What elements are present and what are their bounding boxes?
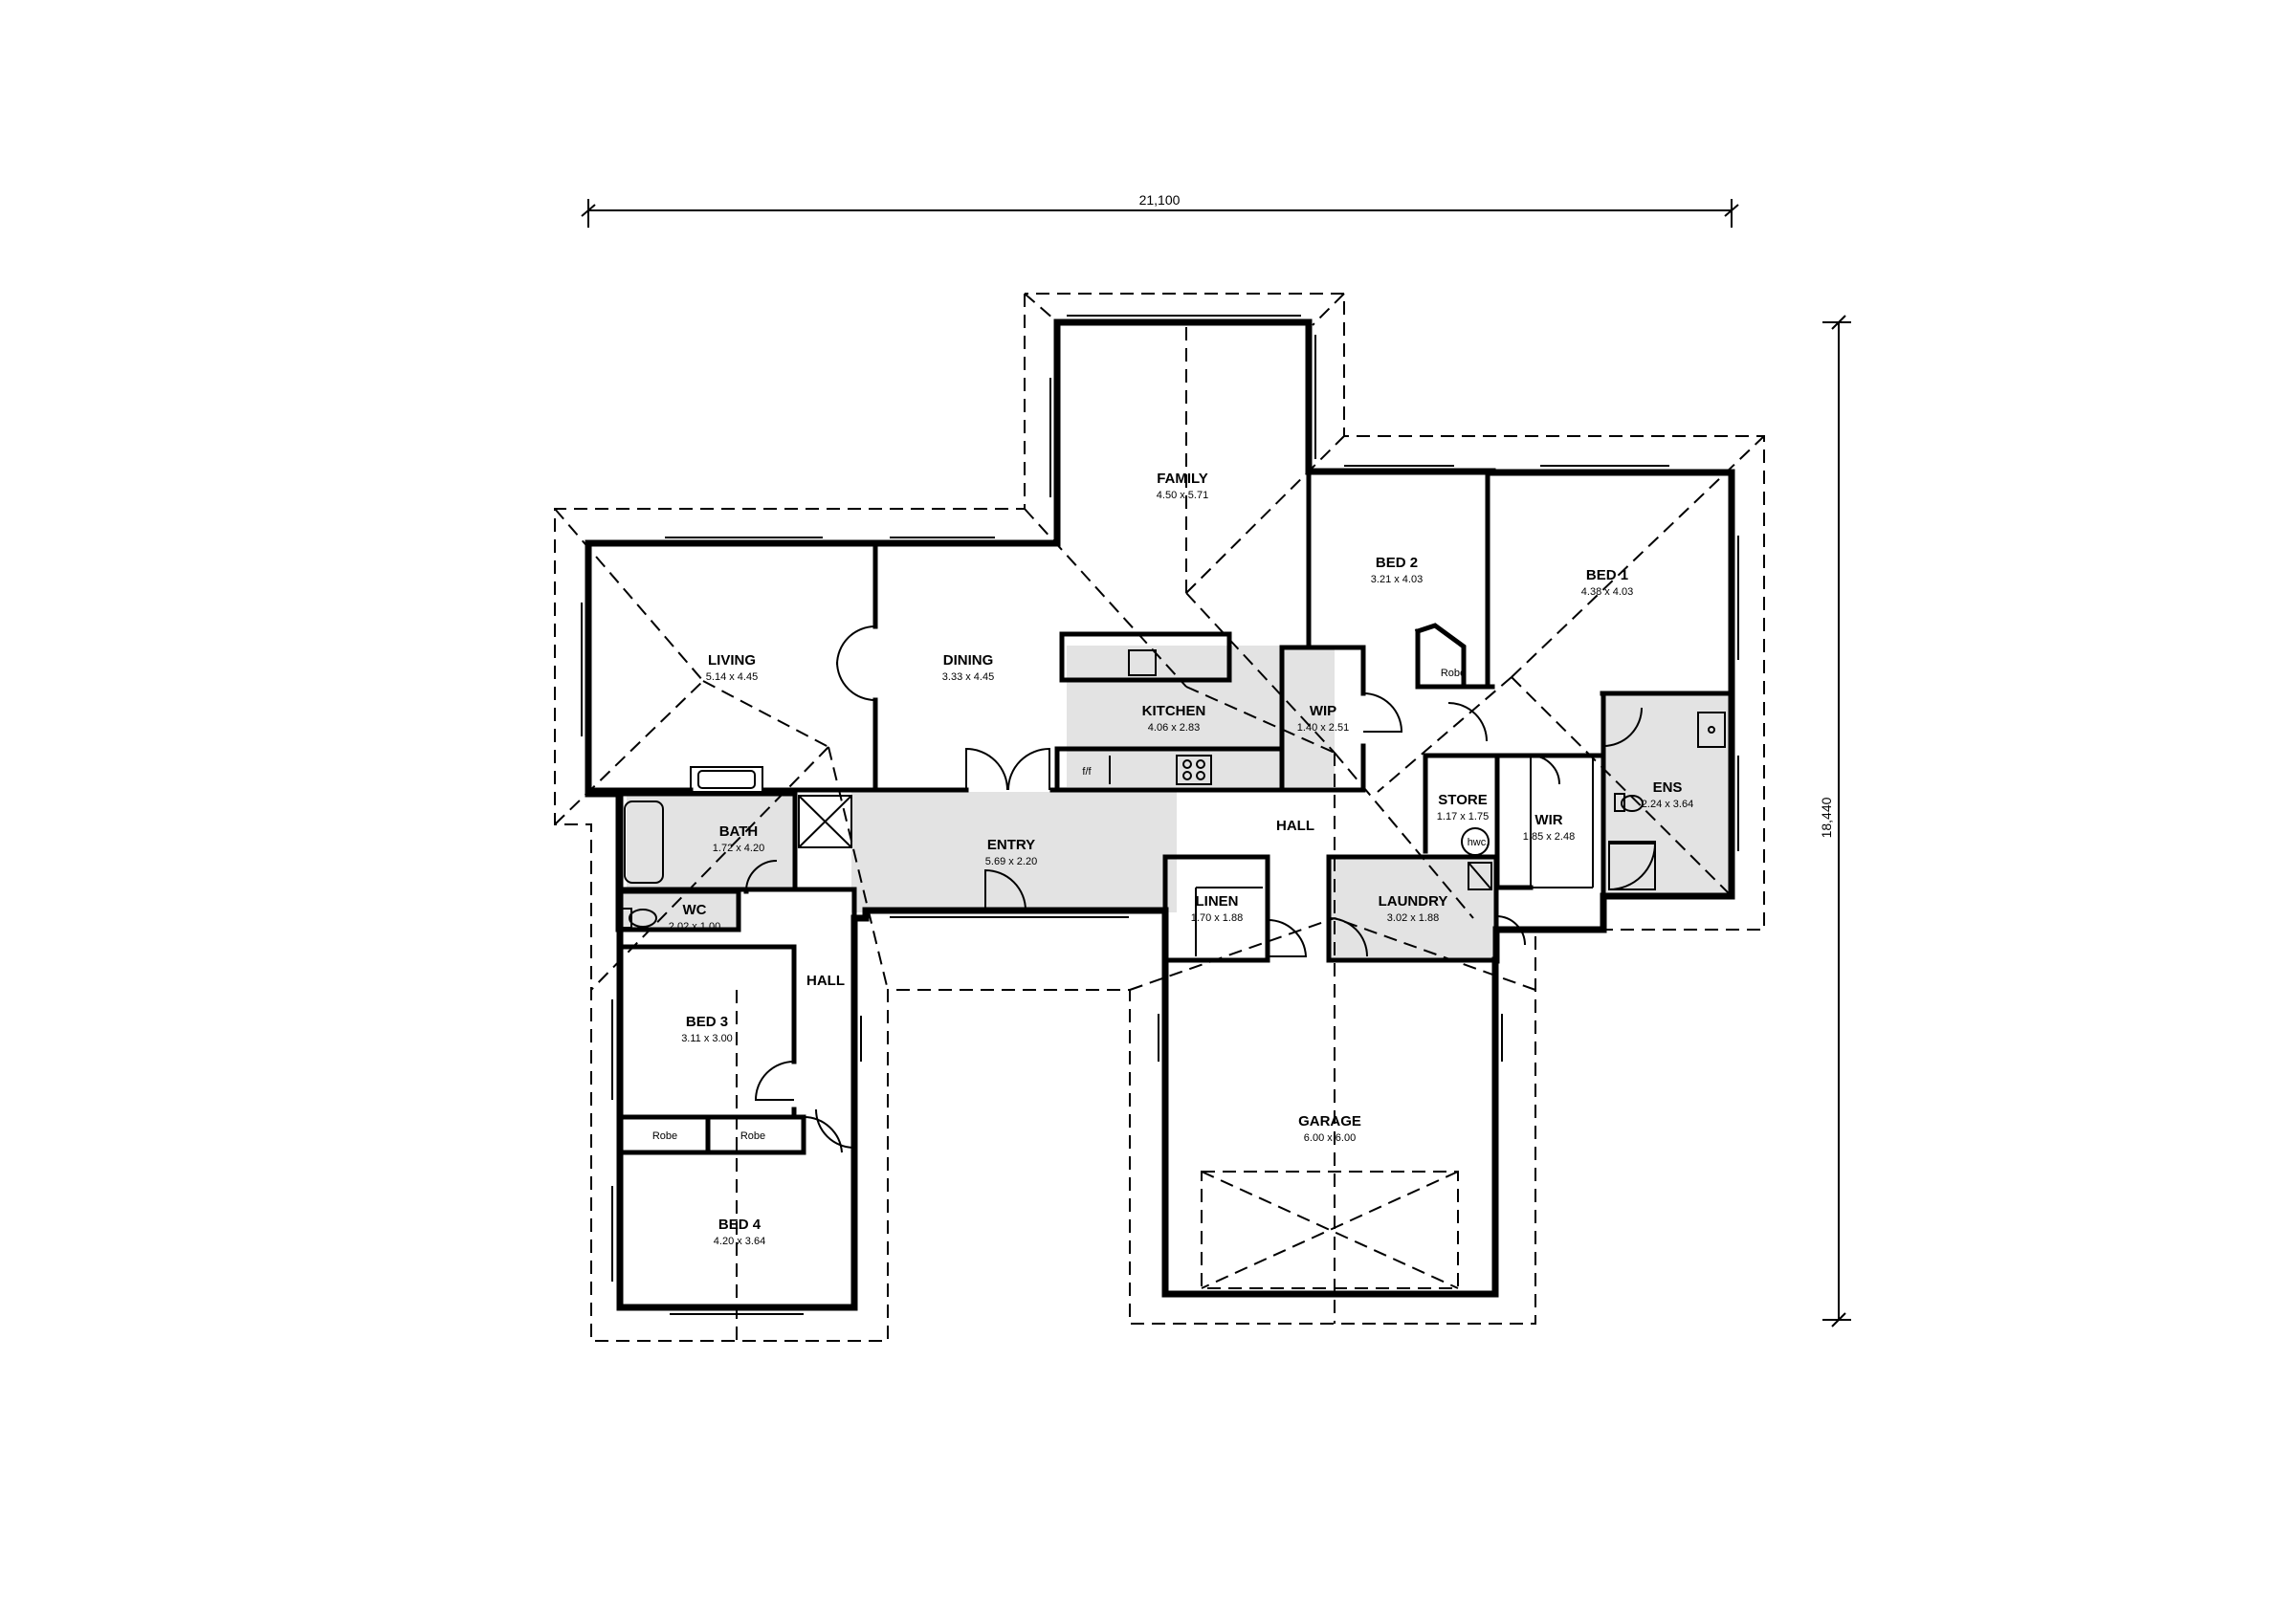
room-laundry-size: 3.02 x 1.88 (1387, 912, 1439, 924)
room-linen-size: 1.70 x 1.88 (1191, 912, 1243, 924)
room-wir-size: 1.85 x 2.48 (1523, 831, 1575, 843)
room-kitchen-size: 4.06 x 2.83 (1148, 722, 1200, 734)
room-garage-size: 6.00 x 6.00 (1304, 1132, 1356, 1144)
room-bed1-name: BED 1 (1586, 567, 1628, 583)
room-wc-size: 2.02 x 1.00 (669, 921, 720, 932)
roof-outline (554, 293, 1765, 1342)
room-garage-name: GARAGE (1298, 1113, 1361, 1130)
room-dining-name: DINING (943, 652, 994, 669)
room-wip-size: 1.40 x 2.51 (1297, 722, 1349, 734)
room-bath-size: 1.72 x 4.20 (713, 843, 764, 854)
doors (745, 625, 1643, 1153)
room-wip-name: WIP (1310, 703, 1336, 719)
room-bed3-size: 3.11 x 3.00 (681, 1033, 733, 1044)
hall-east-label: HALL (1276, 818, 1314, 834)
room-bed2-size: 3.21 x 4.03 (1371, 574, 1423, 585)
width-dimension-label: 21,100 (1139, 192, 1181, 208)
room-linen-name: LINEN (1196, 893, 1239, 910)
room-laundry-name: LAUNDRY (1379, 893, 1448, 910)
room-living-name: LIVING (708, 652, 756, 669)
robe-bed3-label: Robe (652, 1130, 677, 1142)
room-entry-size: 5.69 x 2.20 (985, 856, 1037, 867)
room-dining-size: 3.33 x 4.45 (942, 671, 994, 683)
room-bed2-name: BED 2 (1376, 555, 1418, 571)
dimension-width: 21,100 (581, 192, 1739, 228)
tiled-areas (618, 646, 1732, 960)
room-store-size: 1.17 x 1.75 (1437, 811, 1489, 822)
room-kitchen-name: KITCHEN (1142, 703, 1206, 719)
room-family-name: FAMILY (1157, 471, 1208, 487)
room-store-name: STORE (1438, 792, 1487, 808)
windows (581, 315, 1739, 1315)
room-entry-name: ENTRY (987, 837, 1035, 853)
hwc-label: hwc. (1468, 837, 1490, 848)
interior-walls (585, 469, 1734, 1155)
fridge-label: f/f (1082, 766, 1092, 778)
room-bed4-name: BED 4 (718, 1217, 762, 1233)
room-wir-name: WIR (1534, 812, 1562, 828)
dimension-depth: 18,440 (1819, 315, 1851, 1327)
room-family-size: 4.50 x 5.71 (1157, 490, 1208, 501)
hall-west-label: HALL (806, 973, 845, 989)
room-ens-name: ENS (1653, 779, 1683, 796)
robe-bed4-label: Robe (740, 1130, 765, 1142)
room-wc-name: WC (683, 902, 707, 918)
room-living-size: 5.14 x 4.45 (706, 671, 758, 683)
room-labels: FAMILY 4.50 x 5.71 BED 2 3.21 x 4.03 BED… (652, 471, 1693, 1247)
depth-dimension-label: 18,440 (1819, 797, 1834, 838)
room-bath-name: BATH (719, 823, 759, 840)
room-bed4-size: 4.20 x 3.64 (714, 1236, 765, 1247)
room-bed3-name: BED 3 (686, 1014, 728, 1030)
room-bed1-size: 4.38 x 4.03 (1581, 586, 1633, 598)
room-ens-size: 2.24 x 3.64 (1642, 799, 1693, 810)
robe-bed2-label: Robe (1441, 668, 1466, 679)
garage-door (1201, 1171, 1459, 1289)
